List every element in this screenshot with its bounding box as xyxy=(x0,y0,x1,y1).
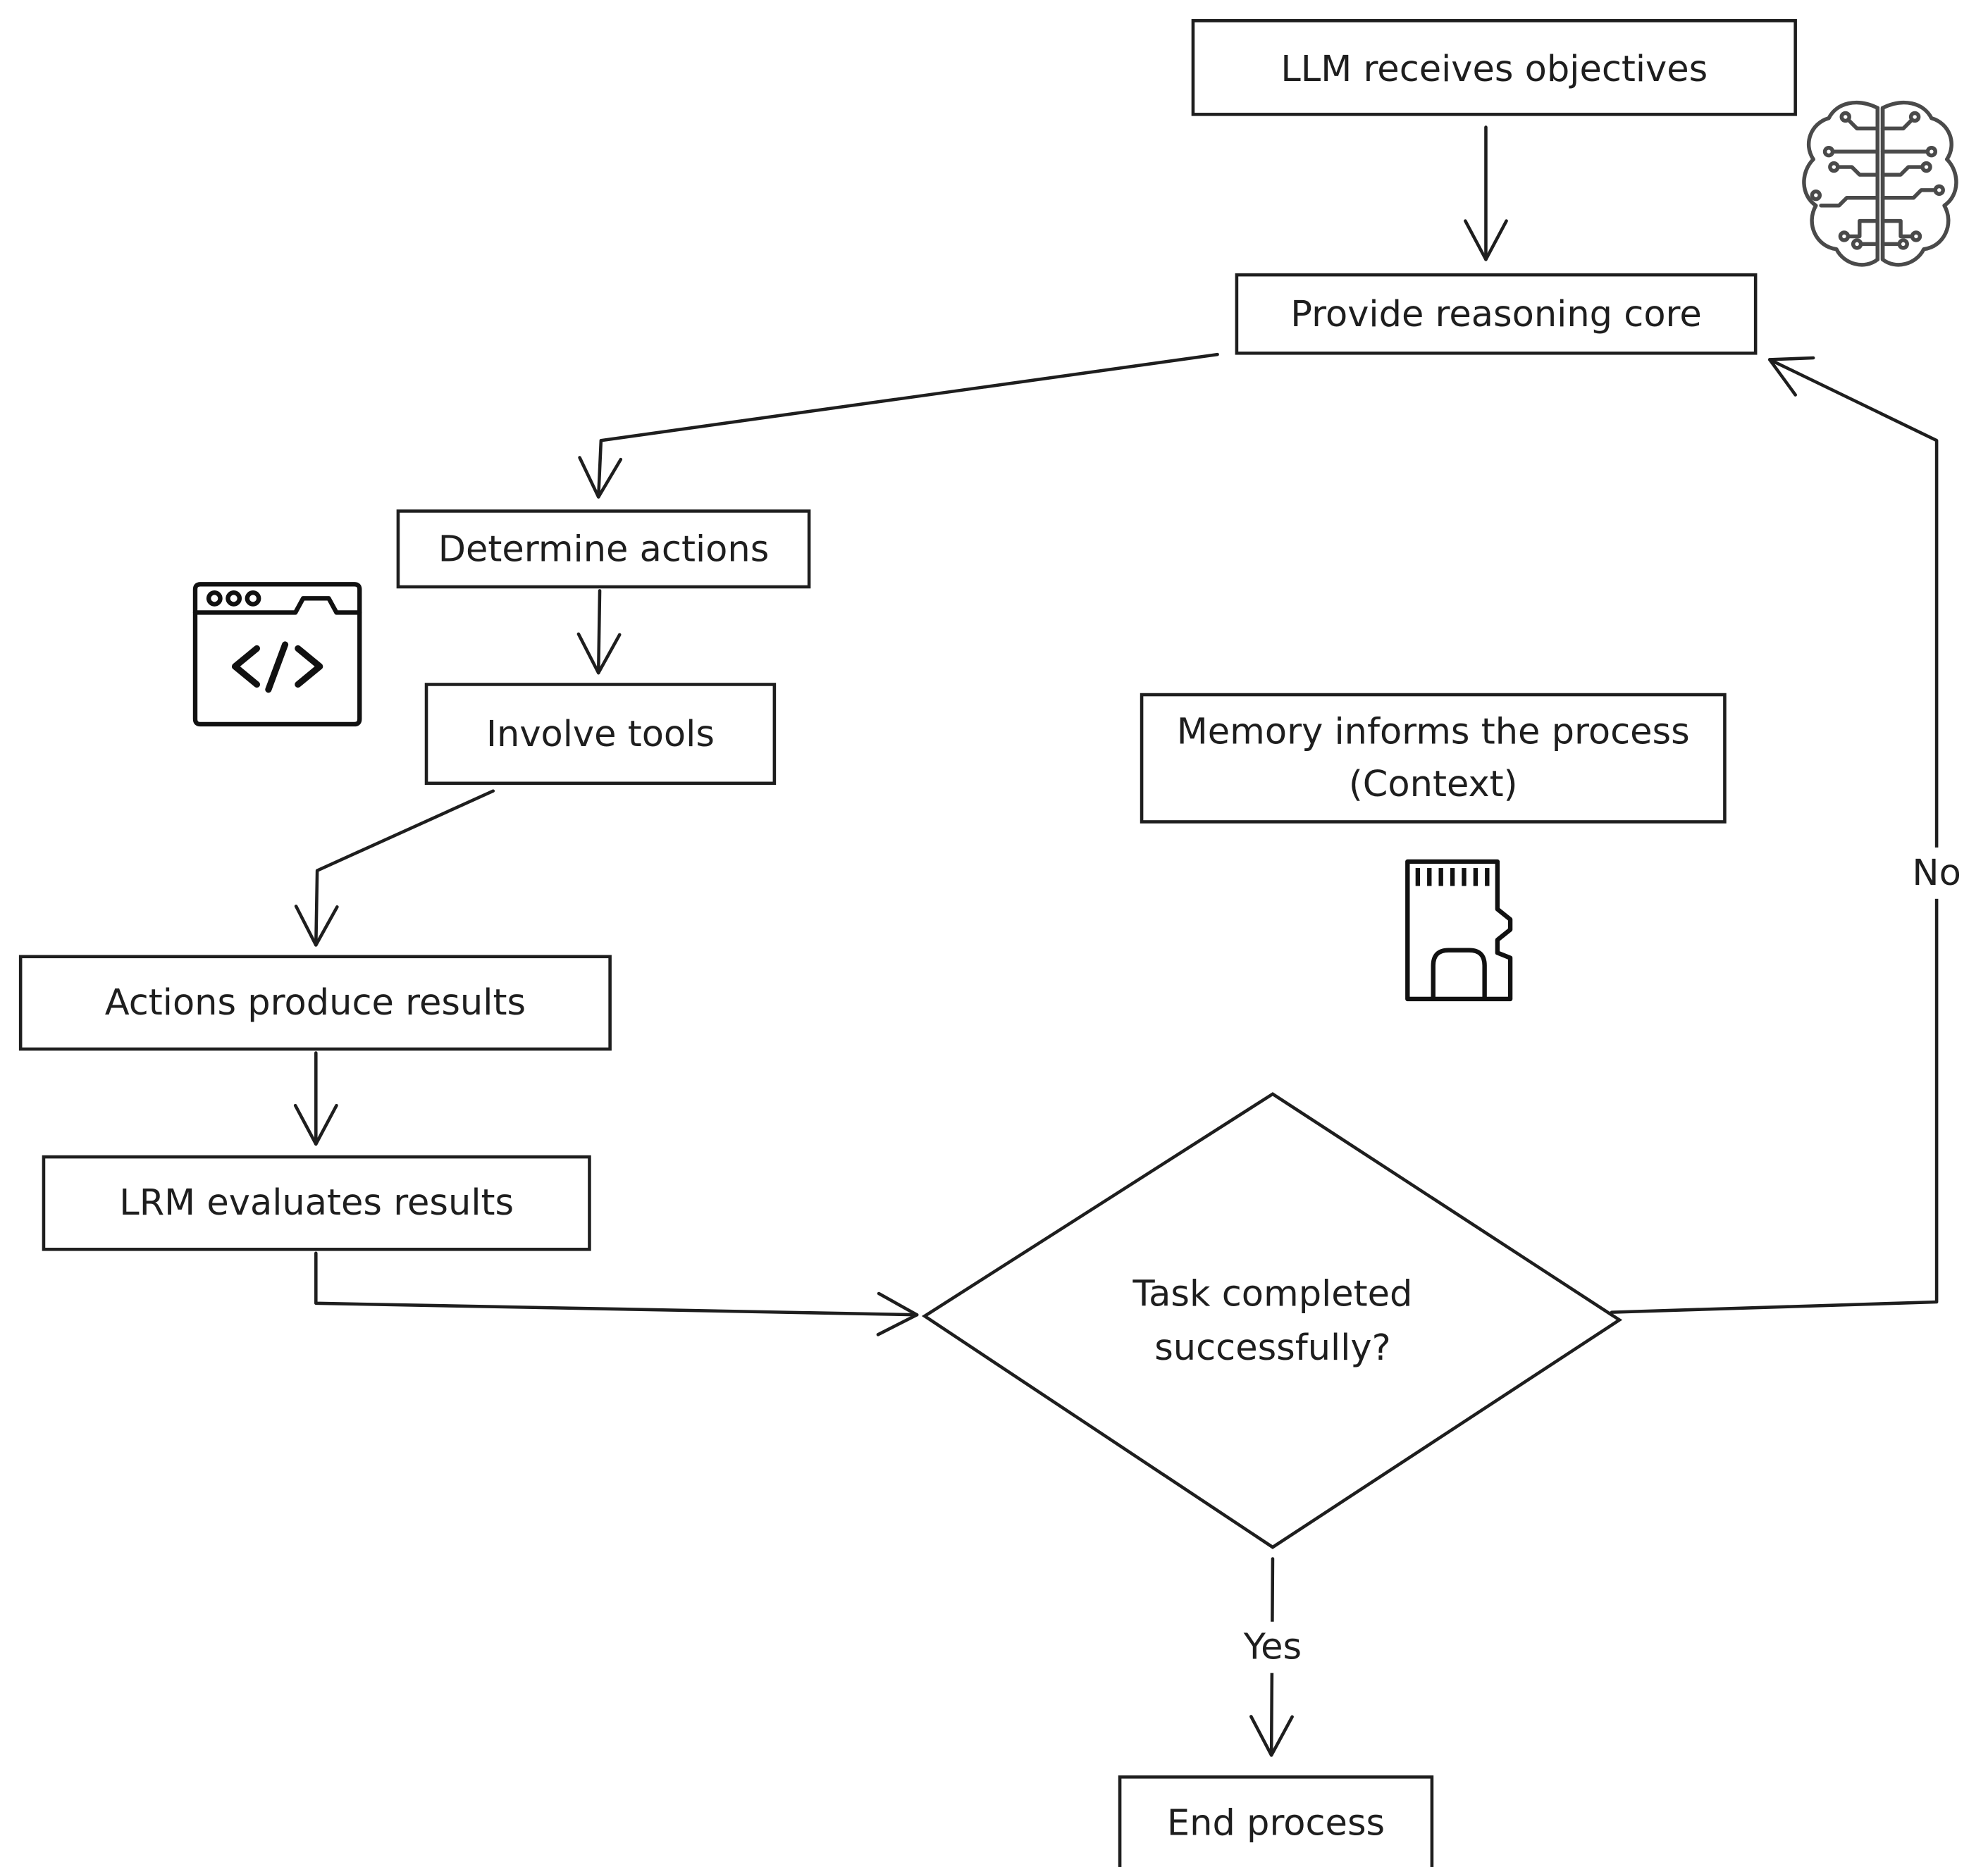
node-memory-label-line2: (Context) xyxy=(1349,764,1518,805)
node-decision: Task completed successfully? xyxy=(921,1092,1623,1549)
edge-tools-to-actions-results xyxy=(294,789,495,947)
node-actions-results-label: Actions produce results xyxy=(105,982,526,1024)
node-decision-label-line1: Task completed xyxy=(1132,1274,1412,1315)
node-involve-tools-label: Involve tools xyxy=(486,714,715,755)
edge-lrm-to-decision xyxy=(314,1251,919,1336)
node-reasoning-core: Provide reasoning core xyxy=(1235,273,1758,355)
edge-label-yes: Yes xyxy=(1233,1621,1313,1673)
node-determine-actions: Determine actions xyxy=(396,509,811,589)
node-lrm-evaluates-label: LRM evaluates results xyxy=(119,1182,514,1224)
node-involve-tools: Involve tools xyxy=(424,683,777,786)
edge-determine-to-tools xyxy=(576,589,622,675)
node-llm-objectives: LLM receives objectives xyxy=(1191,19,1797,116)
node-actions-results: Actions produce results xyxy=(18,955,612,1051)
edge-decision-no-to-reasoning xyxy=(1610,356,1939,1314)
node-reasoning-core-label: Provide reasoning core xyxy=(1290,294,1702,335)
brain-circuit-icon xyxy=(1802,101,1958,267)
node-memory-label-line1: Memory informs the process xyxy=(1177,711,1690,752)
code-window-icon xyxy=(192,582,362,727)
edge-label-no: No xyxy=(1906,847,1968,899)
node-memory: Memory informs the process (Context) xyxy=(1140,693,1727,824)
node-end-process: End process xyxy=(1118,1775,1434,1867)
edge-reasoning-to-determine xyxy=(578,352,1219,499)
edge-label-no-text: No xyxy=(1912,852,1961,894)
node-determine-actions-label: Determine actions xyxy=(438,529,770,571)
node-lrm-evaluates: LRM evaluates results xyxy=(42,1155,591,1251)
node-decision-label-line2: successfully? xyxy=(1154,1327,1390,1369)
node-llm-objectives-label: LLM receives objectives xyxy=(1280,49,1708,90)
edge-label-yes-text: Yes xyxy=(1243,1627,1302,1668)
memory-card-icon xyxy=(1405,859,1513,1002)
node-end-process-label: End process xyxy=(1167,1802,1385,1844)
